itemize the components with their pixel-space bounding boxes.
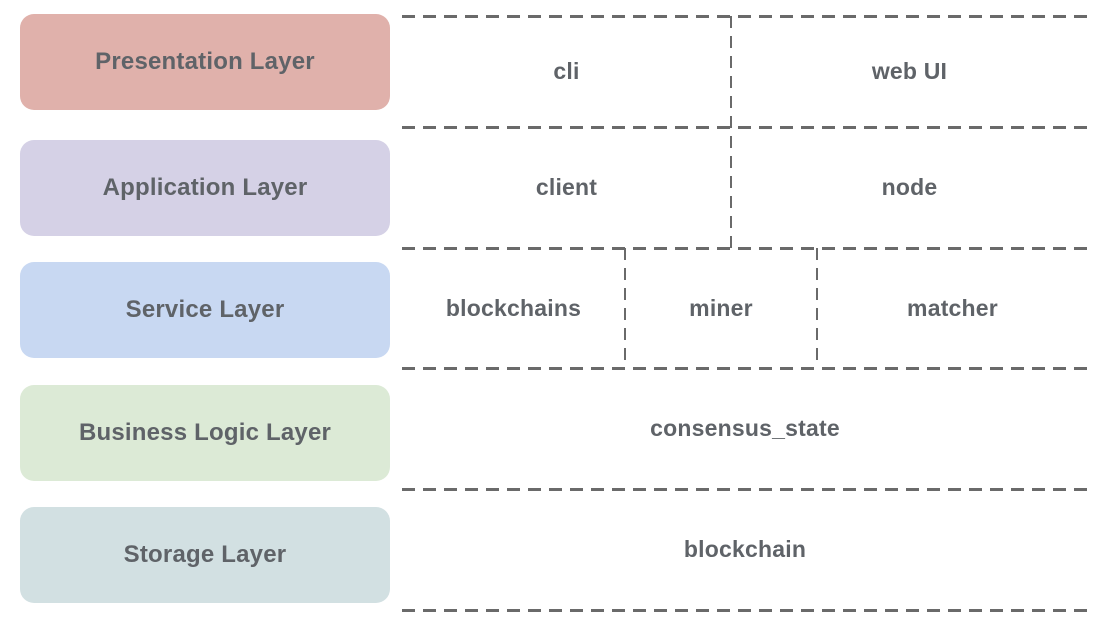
component-cell-web-ui: web UI: [731, 16, 1088, 127]
dashed-row-divider: [402, 126, 1088, 129]
layer-box-business-logic: Business Logic Layer: [20, 385, 390, 481]
component-label-node: node: [881, 174, 938, 200]
component-cell-miner: miner: [625, 248, 817, 368]
component-cell-node: node: [731, 127, 1088, 248]
component-label-client: client: [535, 174, 598, 200]
layer-label-service: Service Layer: [125, 296, 285, 323]
component-cell-blockchains: blockchains: [402, 248, 625, 368]
component-cell-matcher: matcher: [817, 248, 1088, 368]
component-cell-cli: cli: [402, 16, 731, 127]
component-label-miner: miner: [689, 294, 753, 321]
dashed-row-divider: [402, 367, 1088, 370]
dashed-column-divider-blockchains-miner: [624, 248, 626, 368]
component-cell-client: client: [402, 127, 731, 248]
component-cell-consensus-state: consensus_state: [402, 368, 1088, 489]
component-label-blockchain: blockchain: [683, 536, 807, 562]
layer-box-presentation: Presentation Layer: [20, 14, 390, 110]
component-cell-blockchain: blockchain: [402, 489, 1088, 610]
layer-label-business-logic: Business Logic Layer: [78, 419, 332, 446]
layer-box-service: Service Layer: [20, 262, 390, 358]
dashed-row-divider: [402, 15, 1088, 18]
layer-box-storage: Storage Layer: [20, 507, 390, 603]
dashed-row-divider: [402, 247, 1088, 250]
component-label-blockchains: blockchains: [445, 294, 582, 321]
dashed-row-divider: [402, 488, 1088, 491]
layer-label-presentation: Presentation Layer: [95, 48, 315, 75]
dashed-column-divider-miner-matcher: [816, 248, 818, 368]
component-label-matcher: matcher: [907, 294, 998, 321]
dashed-column-divider-presentation-application: [730, 16, 732, 248]
dashed-row-divider: [402, 609, 1088, 612]
layer-box-application: Application Layer: [20, 140, 390, 236]
layer-label-application: Application Layer: [102, 174, 308, 201]
layer-label-storage: Storage Layer: [123, 541, 287, 568]
component-label-web-ui: web UI: [871, 58, 948, 84]
component-label-consensus-state: consensus_state: [650, 415, 840, 441]
component-label-cli: cli: [553, 58, 580, 84]
